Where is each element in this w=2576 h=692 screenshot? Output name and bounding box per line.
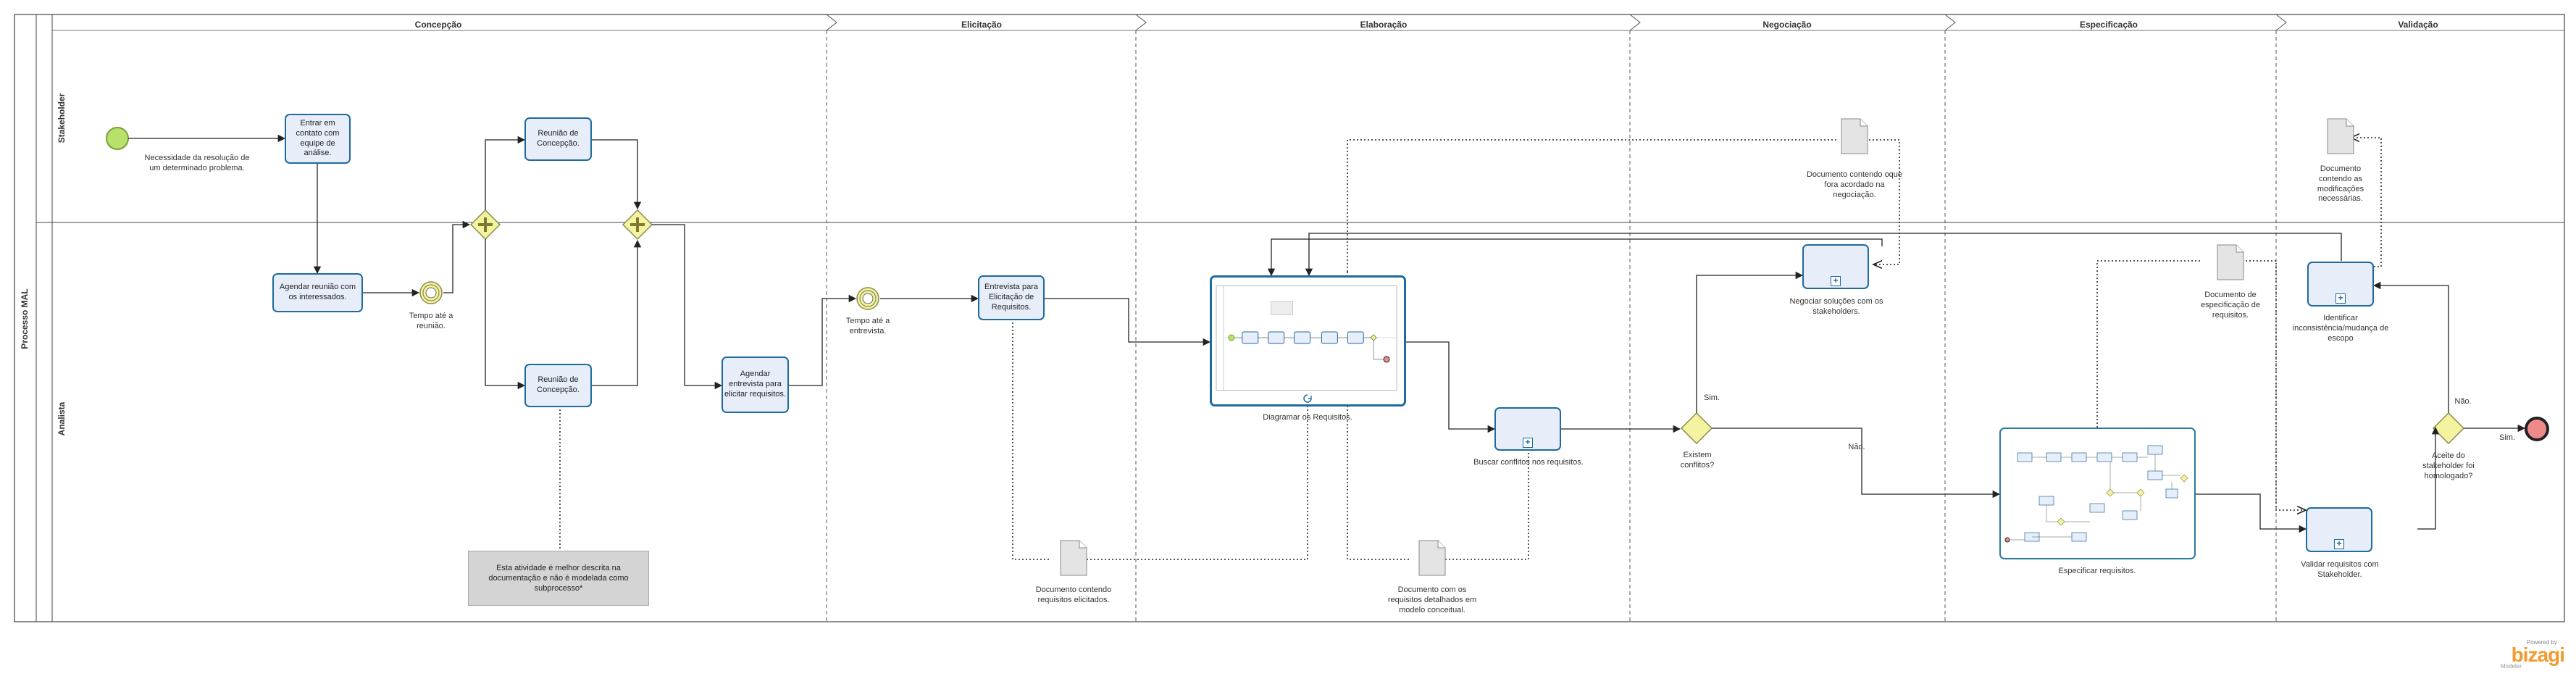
powered-by-text: Powered by: [2526, 639, 2557, 646]
expand-icon: +: [2335, 293, 2346, 304]
task-entrevista[interactable]: Entrevista para Elicitação de Requisitos…: [978, 275, 1045, 320]
document-icon: [2327, 118, 2354, 154]
subprocess-identificar-label: Identificar inconsistência/mudança de es…: [2292, 314, 2389, 343]
start-event-label: Necessidade da resolução de um determina…: [144, 154, 250, 172]
task-reuniao-concepcao-1[interactable]: Reunião de Concepção.: [524, 117, 592, 161]
phase-negociacao: Negociação: [1762, 20, 1812, 30]
parallel-gateway-join: [622, 209, 653, 241]
doc-elicitados-label: Documento contendo requisitos elicitados…: [1035, 585, 1112, 604]
gateway-conflitos-label: Existem conflitos?: [1680, 451, 1715, 470]
end-event: [2525, 417, 2549, 441]
bizagi-logo: bizagi: [2511, 643, 2565, 666]
phase-validacao: Validação: [2398, 20, 2438, 30]
document-icon: [1841, 118, 1868, 154]
subprocess-especificar-thumbnail: [2004, 445, 2188, 543]
subprocess-especificar-label: Especificar requisitos.: [2058, 567, 2136, 575]
expand-icon: +: [2334, 539, 2344, 549]
timer-1-label: Tempo até a reunião.: [409, 312, 453, 330]
timer-event-1: [419, 281, 443, 304]
doc-negociacao-label: Documento contendo oque fora acordado na…: [1806, 170, 1903, 199]
task-reuniao-concepcao-2[interactable]: Reunião de Concepção.: [524, 364, 592, 407]
gateway-aceite: [2432, 412, 2465, 445]
sequence-flows: [128, 134, 2526, 533]
subprocess-diagramar-thumbnail: [1216, 285, 1397, 391]
phase-especificacao: Especificação: [2079, 20, 2138, 30]
gateway-conflitos: [1680, 412, 1713, 445]
lane-name-analista: Analista: [57, 401, 67, 436]
flow-label-nao-1: Não.: [1848, 443, 1865, 451]
parallel-gateway-split: [469, 209, 501, 241]
subprocess-diagramar[interactable]: [1210, 275, 1406, 407]
expand-icon: +: [1523, 438, 1533, 448]
task-agendar-entrevista[interactable]: Agendar entrevista para elicitar requisi…: [722, 357, 789, 413]
subprocess-especificar[interactable]: [1999, 428, 2196, 559]
gateway-aceite-label: Aceite do stakeholder foi homologado?: [2422, 451, 2475, 480]
task-entrar-contato[interactable]: Entrar em contato com equipe de análise.: [285, 114, 351, 164]
document-icon: [1418, 540, 1446, 576]
subprocess-diagramar-label: Diagramar os Requisitos.: [1263, 413, 1352, 422]
document-icon: [2217, 244, 2244, 280]
timer-2-label: Tempo até a entrevista.: [845, 317, 890, 335]
flow-label-sim-2: Sim.: [2499, 433, 2515, 442]
phase-elicitacao: Elicitação: [961, 20, 1003, 30]
expand-icon: +: [1831, 276, 1841, 286]
text-annotation: Esta atividade é melhor descrita na docu…: [468, 551, 649, 606]
subprocess-negociar-label: Negociar soluções com os stakeholders.: [1789, 297, 1883, 316]
subprocess-buscar[interactable]: +: [1494, 407, 1561, 451]
subprocess-buscar-label: Buscar conflitos nos requisitos.: [1473, 458, 1584, 467]
subprocess-validar[interactable]: +: [2306, 507, 2372, 552]
flow-label-nao-2: Não.: [2454, 397, 2472, 406]
subprocess-identificar[interactable]: +: [2307, 262, 2374, 307]
loop-icon: [1303, 394, 1312, 403]
task-agendar-reuniao[interactable]: Agendar reunião com os interessados.: [272, 273, 363, 312]
doc-modelo-label: Documento com os requisitos detalhados e…: [1387, 585, 1477, 614]
pool-border: [14, 14, 2565, 622]
flow-label-sim-1: Sim.: [1704, 393, 1720, 402]
subprocess-negociar[interactable]: +: [1802, 244, 1869, 289]
pool-name: Processo MAL: [20, 288, 30, 349]
timer-event-2: [856, 287, 879, 310]
start-event: [106, 127, 129, 150]
document-icon: [1060, 540, 1087, 576]
associations: [559, 138, 2382, 560]
doc-modificacoes-label: Documento contendo as modificações neces…: [2317, 164, 2364, 204]
lane-name-stakeholder: Stakeholder: [57, 93, 67, 143]
subprocess-validar-label: Validar requisitos com Stakeholder.: [2301, 560, 2379, 579]
doc-especificacao-label: Documento de especificação de requisitos…: [2201, 291, 2260, 320]
bizagi-modeler-text: Modeler: [2501, 663, 2522, 670]
phase-elaboracao: Elaboração: [1360, 20, 1408, 30]
phase-concepcao: Concepção: [414, 20, 462, 30]
